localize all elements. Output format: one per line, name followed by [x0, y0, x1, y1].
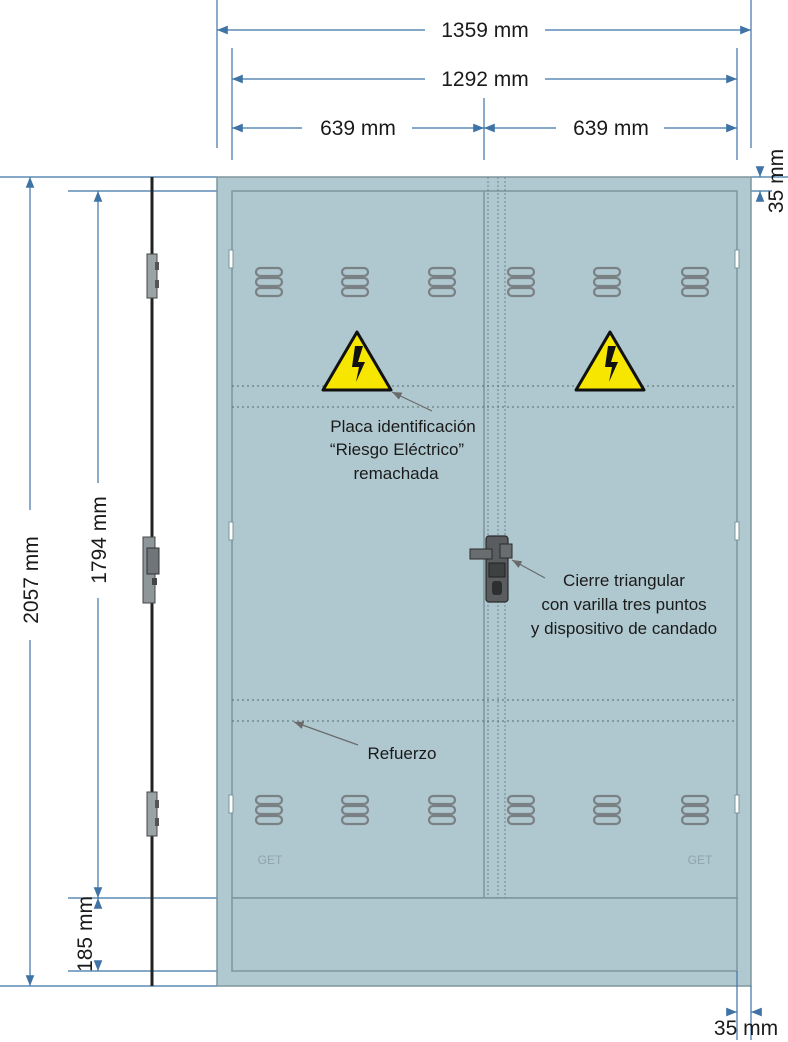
vent-louver-icon — [254, 266, 284, 298]
dim-total-width: 1359 mm — [441, 19, 529, 42]
vent-louver-icon — [427, 266, 457, 298]
brand-mark-left: GET — [258, 853, 283, 867]
high-voltage-warning-icon — [574, 330, 646, 392]
hinge-icon — [146, 253, 159, 299]
cabinet-front — [216, 176, 752, 987]
dim-door-height: 1794 mm — [88, 496, 111, 584]
vent-louver-icon — [592, 794, 622, 826]
leader-lines — [293, 391, 546, 746]
dim-total-height: 2057 mm — [20, 536, 43, 624]
vent-louver-icon — [506, 794, 536, 826]
dim-top-frame: 35 mm — [765, 149, 788, 213]
dim-plinth-height: 185 mm — [74, 896, 97, 972]
vent-louver-icon — [506, 266, 536, 298]
hinge-icon — [146, 791, 159, 837]
plinth-panel — [231, 897, 738, 972]
dim-leaf-right: 639 mm — [573, 117, 649, 140]
annotation-lock-line-1: Cierre triangular — [563, 571, 685, 590]
vent-louver-icon — [680, 266, 710, 298]
vent-louver-icon — [427, 794, 457, 826]
vent-louver-icon — [680, 794, 710, 826]
side-lock-icon — [142, 536, 160, 604]
vertical-dimensions — [0, 176, 232, 987]
lock-handle-icon — [469, 535, 513, 603]
annotation-plate-line-3: remachada — [353, 464, 439, 483]
vent-louver-set — [254, 266, 710, 826]
reinforcement-lines — [232, 385, 737, 722]
dim-door-width: 1292 mm — [441, 68, 529, 91]
brand-mark-right: GET — [688, 853, 713, 867]
annotation-plate-line-1: Placa identificación — [330, 417, 476, 436]
high-voltage-warning-icon — [321, 330, 393, 392]
side-profile — [142, 177, 160, 986]
dim-side-frame: 35 mm — [714, 1017, 778, 1040]
horizontal-dimensions — [216, 0, 752, 160]
vent-louver-icon — [254, 794, 284, 826]
vent-louver-icon — [340, 794, 370, 826]
annotation-reinforcement: Refuerzo — [368, 744, 437, 763]
annotation-lock-line-3: y dispositivo de candado — [531, 619, 717, 638]
vent-louver-icon — [592, 266, 622, 298]
annotation-plate-line-2: “Riesgo Eléctrico” — [330, 440, 464, 459]
edge-marks — [228, 249, 740, 814]
dim-leaf-left: 639 mm — [320, 117, 396, 140]
dim-side-frame-lines — [726, 971, 762, 1040]
annotation-lock-line-2: con varilla tres puntos — [541, 595, 706, 614]
vent-louver-icon — [340, 266, 370, 298]
